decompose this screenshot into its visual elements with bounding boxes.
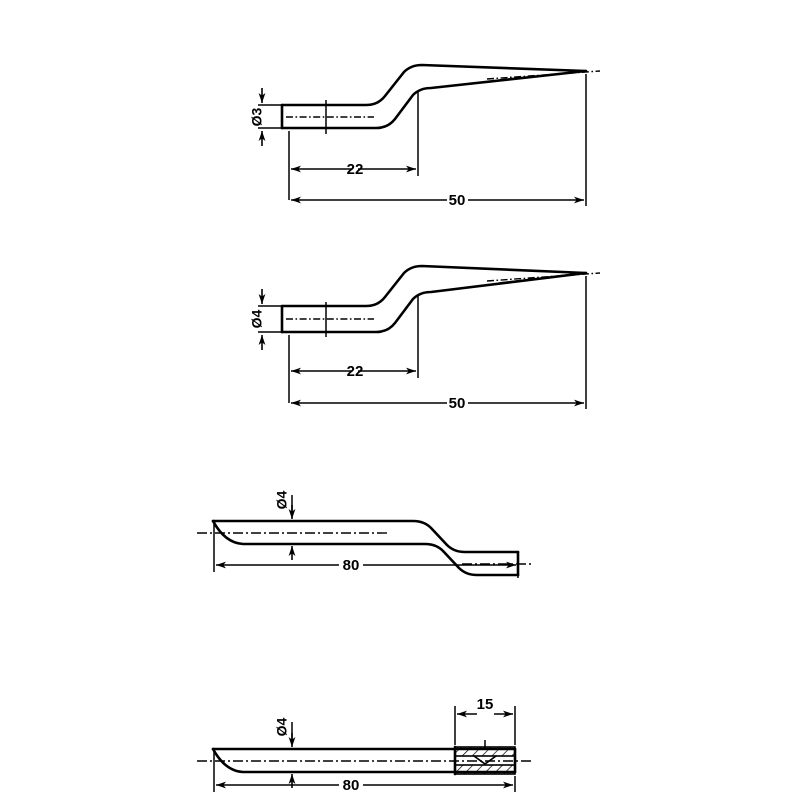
section-hatch-upper-v4 <box>454 746 516 757</box>
part-outline-upper-v2 <box>280 264 588 308</box>
part-outline-lower-v1 <box>280 69 588 130</box>
centerline-tip-v2 <box>486 272 601 282</box>
dim-label-15-v4: 15 <box>477 696 494 713</box>
part-outline-lower-v4 <box>211 747 517 774</box>
dim-label-80-v4: 80 <box>343 777 360 794</box>
dim-label-d4-v2: Ø4 <box>249 309 265 328</box>
section-bore-detail-v4 <box>473 755 497 765</box>
dim-label-22-v1: 22 <box>347 161 364 178</box>
part-outline-lower-v3 <box>211 519 520 577</box>
view-straight-tip-d4-80-section: Ø4 15 80 <box>197 696 532 794</box>
view-bent-tip-d4-50: Ø4 22 50 <box>249 264 601 412</box>
view-bent-tip-d3-50: Ø3 22 50 <box>249 63 601 209</box>
part-outline-upper-v1 <box>280 63 588 107</box>
dim-label-d4-v4: Ø4 <box>274 717 290 736</box>
part-taper-relief-v1 <box>499 70 584 81</box>
centerline-tip-v1 <box>486 70 601 80</box>
dim-label-50-v1: 50 <box>449 192 466 209</box>
section-hatch-lower-v4 <box>454 764 516 775</box>
dim-label-d4-v3: Ø4 <box>274 490 290 509</box>
part-outline-upper-v3 <box>211 519 520 554</box>
dim-label-50-v2: 50 <box>449 395 466 412</box>
dim-label-22-v2: 22 <box>347 363 364 380</box>
dim-label-80-v3: 80 <box>343 557 360 574</box>
part-taper-relief-v2 <box>499 272 584 284</box>
view-offset-tip-d4-80: Ø4 80 <box>197 490 534 578</box>
dim-label-d3-v1: Ø3 <box>249 107 265 126</box>
part-outline-lower-v2 <box>280 271 588 334</box>
